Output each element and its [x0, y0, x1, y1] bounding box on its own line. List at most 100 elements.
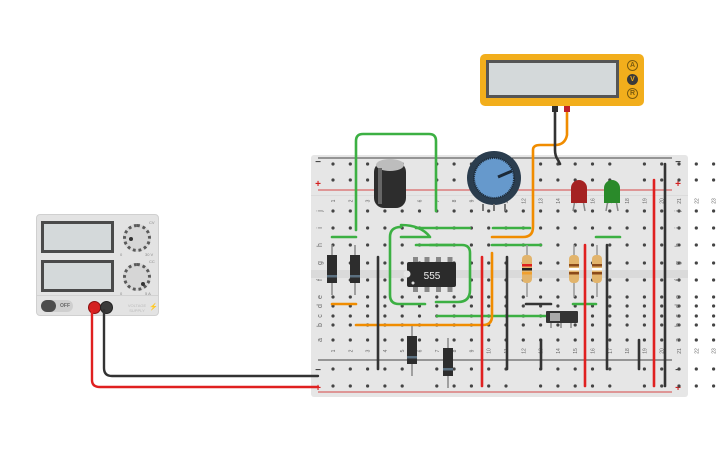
- mode-button-amps[interactable]: A: [627, 60, 638, 71]
- row-label: f: [675, 279, 682, 281]
- rail-hole: [590, 384, 595, 388]
- resistor-band: [522, 264, 532, 267]
- capacitor-stripe: [378, 168, 382, 204]
- psu-positive-wire: [90, 308, 320, 389]
- diode: [407, 326, 417, 376]
- breadboard-hole: [608, 261, 612, 265]
- column-label-bottom: 8: [452, 349, 458, 352]
- breadboard-hole: [590, 226, 595, 230]
- rail-hole: [452, 367, 456, 371]
- rail-hole: [348, 384, 352, 388]
- multimeter[interactable]: A V R: [480, 54, 644, 106]
- rail-symbol: +: [315, 179, 321, 190]
- breadboard-hole: [521, 209, 525, 213]
- breadboard-hole: [573, 226, 577, 230]
- slide-switch[interactable]: [546, 311, 578, 328]
- breadboard-hole: [590, 295, 595, 299]
- column-label-top: 20: [660, 198, 666, 204]
- breadboard-hole: [487, 226, 491, 230]
- potentiometer[interactable]: [467, 151, 521, 211]
- breadboard-hole: [366, 304, 370, 308]
- breadboard-hole: [400, 295, 404, 299]
- rail-hole: [677, 367, 681, 371]
- breadboard-hole: [625, 314, 629, 318]
- wire-orange-3: [490, 108, 569, 239]
- breadboard-hole: [366, 243, 370, 247]
- diode: [350, 245, 360, 295]
- breadboard-hole: [712, 226, 716, 230]
- current-min-label: 0: [120, 291, 123, 296]
- row-label: e: [675, 295, 682, 299]
- rail-hole: [452, 384, 456, 388]
- voltage-display: [41, 221, 114, 253]
- breadboard-hole: [677, 304, 681, 308]
- breadboard-hole: [366, 261, 370, 265]
- diode-band: [327, 275, 337, 278]
- breadboard-hole: [469, 295, 473, 299]
- rail-symbol: +: [675, 383, 681, 394]
- breadboard-hole: [573, 209, 577, 213]
- breadboard-hole: [712, 295, 716, 299]
- column-label-bottom: 21: [677, 348, 683, 354]
- breadboard-hole: [625, 261, 629, 265]
- breadboard-hole: [383, 209, 387, 213]
- breadboard-hole: [694, 226, 698, 230]
- row-label: h: [317, 243, 324, 247]
- rail-hole: [642, 384, 647, 388]
- column-label-top: 2: [348, 199, 354, 202]
- breadboard-hole: [712, 278, 716, 282]
- row-label: h: [675, 243, 682, 247]
- rail-hole: [487, 367, 491, 371]
- breadboard-hole: [660, 323, 664, 327]
- rail-hole: [539, 178, 543, 182]
- breadboard-hole: [712, 304, 716, 308]
- diode-body: [350, 255, 360, 283]
- breadboard-hole: [625, 295, 629, 299]
- breadboard-hole: [556, 261, 560, 265]
- breadboard-hole: [348, 323, 352, 327]
- potentiometer-indicator: [497, 169, 513, 179]
- rail-hole: [435, 384, 439, 388]
- column-label-top: 8: [452, 199, 458, 202]
- breadboard-hole: [608, 243, 612, 247]
- power-switch[interactable]: OFF: [41, 300, 73, 312]
- breadboard-hole: [487, 295, 491, 299]
- breadboard-hole: [608, 226, 612, 230]
- breadboard-hole: [694, 338, 698, 342]
- breadboard-hole: [608, 314, 612, 318]
- ic-555: [403, 257, 456, 292]
- rail-hole: [608, 367, 612, 371]
- slide-switch-knob: [550, 313, 560, 321]
- power-supply[interactable]: CV 0 30 V CC 0 5 A OFF VOLTAGE SUPPLY ⚡: [36, 214, 159, 316]
- rail-hole: [642, 178, 647, 182]
- breadboard-hole: [348, 209, 352, 213]
- rail-hole: [452, 178, 456, 182]
- column-label-bottom: 4: [383, 349, 389, 352]
- breadboard-hole: [539, 226, 543, 230]
- resistor: [569, 245, 579, 297]
- breadboard-hole: [487, 209, 491, 213]
- breadboard-hole: [608, 304, 612, 308]
- breadboard-hole: [660, 261, 664, 265]
- rail-hole: [366, 162, 370, 166]
- cc-label: CC: [149, 259, 155, 264]
- current-knob[interactable]: [123, 263, 151, 291]
- diode: [443, 338, 453, 388]
- breadboard-hole: [469, 304, 473, 308]
- column-label-bottom: 15: [573, 348, 579, 354]
- breadboard-hole: [642, 295, 647, 299]
- column-label-top: 1: [331, 199, 337, 202]
- center-channel: [311, 270, 688, 278]
- voltage-knob[interactable]: [123, 224, 151, 252]
- rail-hole: [573, 162, 577, 166]
- row-label: b: [675, 323, 682, 327]
- breadboard-hole: [366, 278, 370, 282]
- rail-hole: [642, 162, 647, 166]
- mode-button-ohms[interactable]: R: [627, 88, 638, 99]
- led-body: [571, 180, 587, 203]
- breadboard-hole: [642, 261, 647, 265]
- mode-button-volts[interactable]: V: [627, 74, 638, 85]
- breadboard-hole: [348, 243, 352, 247]
- column-label-top: 18: [625, 198, 631, 204]
